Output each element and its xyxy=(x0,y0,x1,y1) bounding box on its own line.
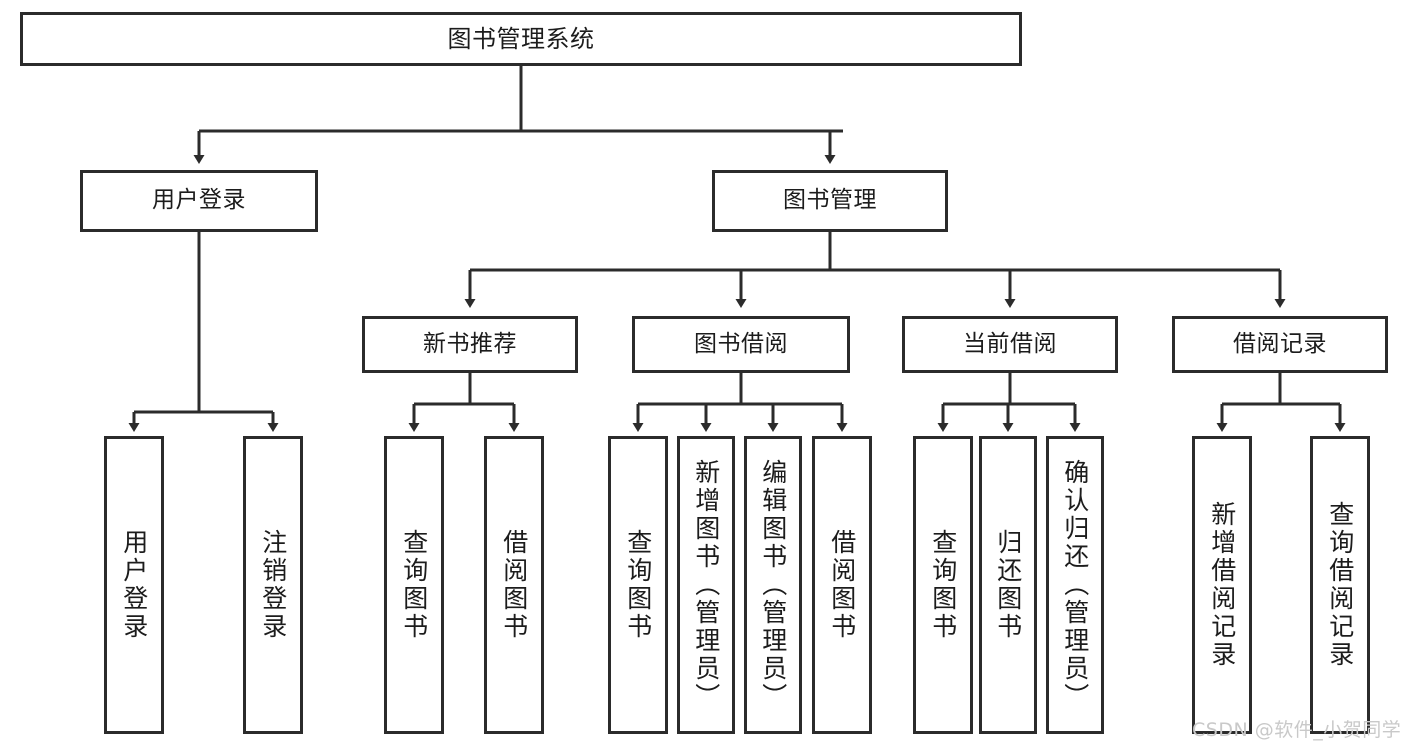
node-new-book-recommend-label: 新书推荐 xyxy=(423,330,517,357)
leaf-br-query-record[interactable]: 查询借阅记录 xyxy=(1310,436,1370,734)
leaf-nb-borrow-book[interactable]: 借阅图书 xyxy=(484,436,544,734)
leaf-bb-add-book-admin-label: 新增图书（管理员） xyxy=(691,459,721,711)
leaf-cb-confirm-return-admin-label: 确认归还（管理员） xyxy=(1060,459,1090,711)
leaf-nb-query-book-label: 查询图书 xyxy=(399,529,429,641)
leaf-br-add-record[interactable]: 新增借阅记录 xyxy=(1192,436,1252,734)
leaf-cb-confirm-return-admin[interactable]: 确认归还（管理员） xyxy=(1046,436,1104,734)
leaf-bb-query-book-label: 查询图书 xyxy=(623,529,653,641)
leaf-cb-query-book-label: 查询图书 xyxy=(928,529,958,641)
node-borrow-record[interactable]: 借阅记录 xyxy=(1172,316,1388,373)
node-user-login[interactable]: 用户登录 xyxy=(80,170,318,232)
leaf-br-add-record-label: 新增借阅记录 xyxy=(1207,501,1237,669)
leaf-nb-borrow-book-label: 借阅图书 xyxy=(499,529,529,641)
node-current-borrow-label: 当前借阅 xyxy=(963,330,1057,357)
node-current-borrow[interactable]: 当前借阅 xyxy=(902,316,1118,373)
csdn-watermark: CSDN @软件_小贺同学 xyxy=(1192,719,1402,741)
node-book-management[interactable]: 图书管理 xyxy=(712,170,948,232)
node-root-label: 图书管理系统 xyxy=(447,24,595,53)
leaf-bb-borrow-book-label: 借阅图书 xyxy=(827,529,857,641)
node-book-management-label: 图书管理 xyxy=(783,187,877,214)
leaf-cb-return-book-label: 归还图书 xyxy=(993,529,1023,641)
leaf-bb-query-book[interactable]: 查询图书 xyxy=(608,436,668,734)
leaf-logout-label: 注销登录 xyxy=(258,529,288,641)
leaf-nb-query-book[interactable]: 查询图书 xyxy=(384,436,444,734)
node-user-login-label: 用户登录 xyxy=(152,187,246,214)
leaf-bb-add-book-admin[interactable]: 新增图书（管理员） xyxy=(677,436,735,734)
leaf-bb-edit-book-admin-label: 编辑图书（管理员） xyxy=(758,459,788,711)
leaf-user-login-label: 用户登录 xyxy=(119,529,149,641)
node-book-borrow-label: 图书借阅 xyxy=(694,330,788,357)
leaf-user-login[interactable]: 用户登录 xyxy=(104,436,164,734)
leaf-bb-borrow-book[interactable]: 借阅图书 xyxy=(812,436,872,734)
node-borrow-record-label: 借阅记录 xyxy=(1233,330,1327,357)
leaf-logout[interactable]: 注销登录 xyxy=(243,436,303,734)
leaf-br-query-record-label: 查询借阅记录 xyxy=(1325,501,1355,669)
leaf-cb-query-book[interactable]: 查询图书 xyxy=(913,436,973,734)
node-new-book-recommend[interactable]: 新书推荐 xyxy=(362,316,578,373)
node-book-borrow[interactable]: 图书借阅 xyxy=(632,316,850,373)
node-root-book-management-system[interactable]: 图书管理系统 xyxy=(20,12,1022,66)
leaf-cb-return-book[interactable]: 归还图书 xyxy=(979,436,1037,734)
leaf-bb-edit-book-admin[interactable]: 编辑图书（管理员） xyxy=(744,436,802,734)
